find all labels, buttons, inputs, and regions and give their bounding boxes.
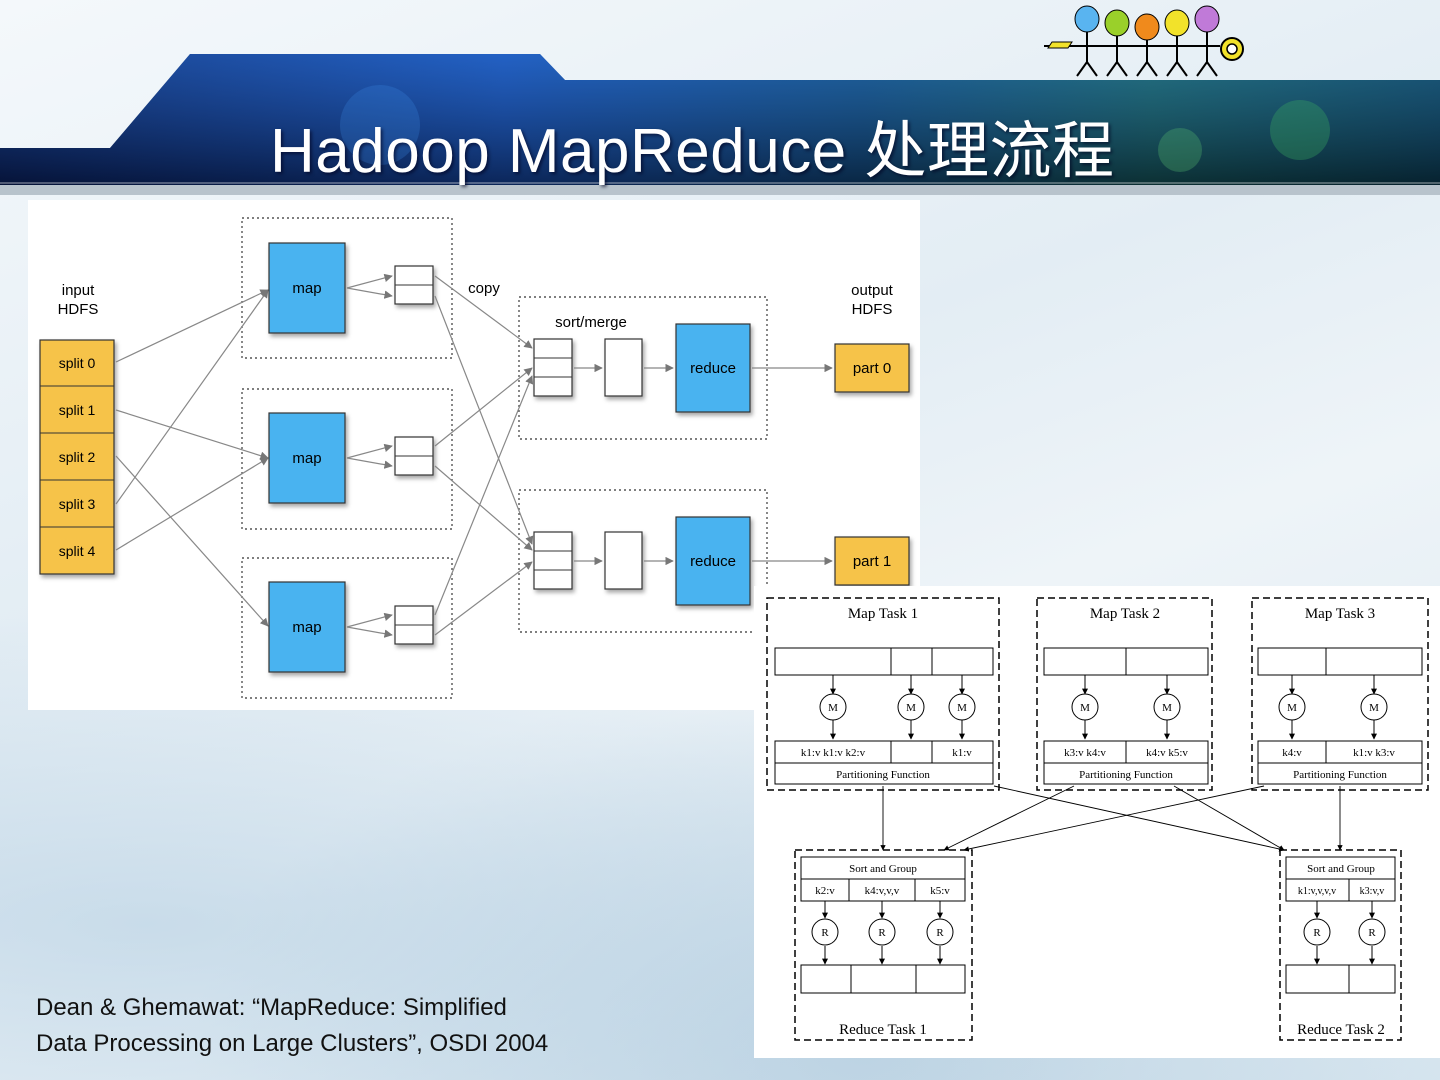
reduce-box <box>675 516 751 606</box>
input-arrows <box>115 289 269 627</box>
kv-pairs: k4:v k5:v <box>1146 747 1188 759</box>
reduce-label: reduce <box>690 360 736 377</box>
map-container <box>241 388 453 530</box>
mapper-label: M <box>957 702 967 714</box>
kv-pairs: k3:v k4:v <box>1064 747 1106 759</box>
group-values: k5:v <box>930 885 950 897</box>
split-label: split 1 <box>59 402 96 418</box>
person-figure-icon <box>1104 9 1130 77</box>
part-label: part 0 <box>853 360 891 377</box>
map-task-3: Map Task 3 M M k4:v k1:v k3:v Partitioni… <box>1251 597 1429 791</box>
title-banner <box>0 54 1440 195</box>
input-label: HDFS <box>58 301 99 318</box>
part-label: part 1 <box>853 553 891 570</box>
map-container <box>241 557 453 699</box>
output-part <box>834 343 910 393</box>
copy-arrows <box>434 275 534 636</box>
mapper-label: M <box>1162 702 1172 714</box>
split-label: split 0 <box>59 355 96 371</box>
map-task-title: Map Task 3 <box>1305 606 1375 622</box>
reduce-label: reduce <box>690 553 736 570</box>
citation-line: Dean & Ghemawat: “MapReduce: Simplified <box>36 994 507 1021</box>
merge-stack <box>533 531 573 590</box>
mapper-label: M <box>906 702 916 714</box>
reducer-label: R <box>1368 927 1376 939</box>
split-label: split 3 <box>59 496 96 512</box>
mapper-label: M <box>1287 702 1297 714</box>
person-figure-icon <box>1194 5 1220 77</box>
map-task-2: Map Task 2 M M k3:v k4:v k4:v k5:v Parti… <box>1036 597 1213 791</box>
split-label: split 4 <box>59 543 96 559</box>
people-logo-icon <box>1044 5 1244 77</box>
reducer-label: R <box>1313 927 1321 939</box>
group-values: k1:v,v,v,v <box>1298 886 1336 897</box>
partitioning-function: Partitioning Function <box>1293 769 1387 781</box>
mapper-node <box>1153 693 1181 721</box>
output-part <box>834 536 910 586</box>
split-label: split 2 <box>59 449 96 465</box>
map-label: map <box>292 450 321 467</box>
map-box <box>268 242 346 334</box>
map-task-1: Map Task 1 M M M k1:v k1:v k2:v k1:v Par… <box>766 597 1000 791</box>
input-label: input <box>62 282 95 299</box>
mapper-label: M <box>1369 702 1379 714</box>
person-figure-icon <box>1074 5 1100 77</box>
reduce-task-1: Sort and Group k2:v k4:v,v,v k5:v R R R … <box>794 849 973 1041</box>
person-figure-icon <box>1164 9 1190 77</box>
map-box <box>268 412 346 504</box>
reducer-node <box>811 918 839 946</box>
output-label: output <box>851 282 894 299</box>
sort-group-label: Sort and Group <box>1307 863 1375 875</box>
mapper-node <box>1360 693 1388 721</box>
group-values: k3:v,v <box>1360 886 1385 897</box>
citation: Dean & Ghemawat: “MapReduce: Simplified … <box>36 990 756 1062</box>
group-values: k2:v <box>815 885 835 897</box>
merge-stack <box>533 338 573 397</box>
mapper-node <box>819 693 847 721</box>
output-label: HDFS <box>852 301 893 318</box>
mapper-node <box>1278 693 1306 721</box>
merged-box <box>604 531 643 590</box>
mapper-label: M <box>828 702 838 714</box>
mapper-node <box>897 693 925 721</box>
sort-merge-label: sort/merge <box>555 314 627 331</box>
reduce-task-title: Reduce Task 2 <box>1297 1022 1385 1038</box>
map-label: map <box>292 280 321 297</box>
merged-box <box>604 338 643 397</box>
reducer-label: R <box>821 927 829 939</box>
reducer-node <box>926 918 954 946</box>
reducer-node <box>1358 918 1386 946</box>
shuffle-arrows <box>880 785 1343 852</box>
reducer-node <box>868 918 896 946</box>
split-column <box>39 339 115 575</box>
mapper-node <box>948 693 976 721</box>
person-figure-icon <box>1134 13 1160 77</box>
sort-group-label: Sort and Group <box>849 863 917 875</box>
group-values: k4:v,v,v <box>865 885 900 897</box>
reducer-label: R <box>936 927 944 939</box>
kv-pairs: k1:v <box>952 747 972 759</box>
kv-pairs: k1:v k3:v <box>1353 747 1395 759</box>
map-label: map <box>292 619 321 636</box>
map-task-title: Map Task 1 <box>848 606 918 622</box>
reduce-task-2: Sort and Group k1:v,v,v,v k3:v,v R R Red… <box>1279 849 1402 1041</box>
mapper-label: M <box>1080 702 1090 714</box>
reduce-box <box>675 323 751 413</box>
citation-line: Data Processing on Large Clusters”, OSDI… <box>36 1030 549 1057</box>
partitioning-function: Partitioning Function <box>1079 769 1173 781</box>
kv-pairs: k4:v <box>1282 747 1302 759</box>
map-task-title: Map Task 2 <box>1090 606 1160 622</box>
reducer-label: R <box>878 927 886 939</box>
page-title: Hadoop MapReduce 处理流程 <box>270 114 1115 187</box>
mapper-node <box>1071 693 1099 721</box>
map-box <box>268 581 346 673</box>
reduce-task-title: Reduce Task 1 <box>839 1022 927 1038</box>
reducer-node <box>1303 918 1331 946</box>
partitioning-function: Partitioning Function <box>836 769 930 781</box>
kv-pairs: k1:v k1:v k2:v <box>801 747 866 759</box>
map-reduce-task-diagram: Map Task 1 M M M k1:v k1:v k2:v k1:v Par… <box>754 586 1440 1058</box>
copy-label: copy <box>468 280 500 297</box>
